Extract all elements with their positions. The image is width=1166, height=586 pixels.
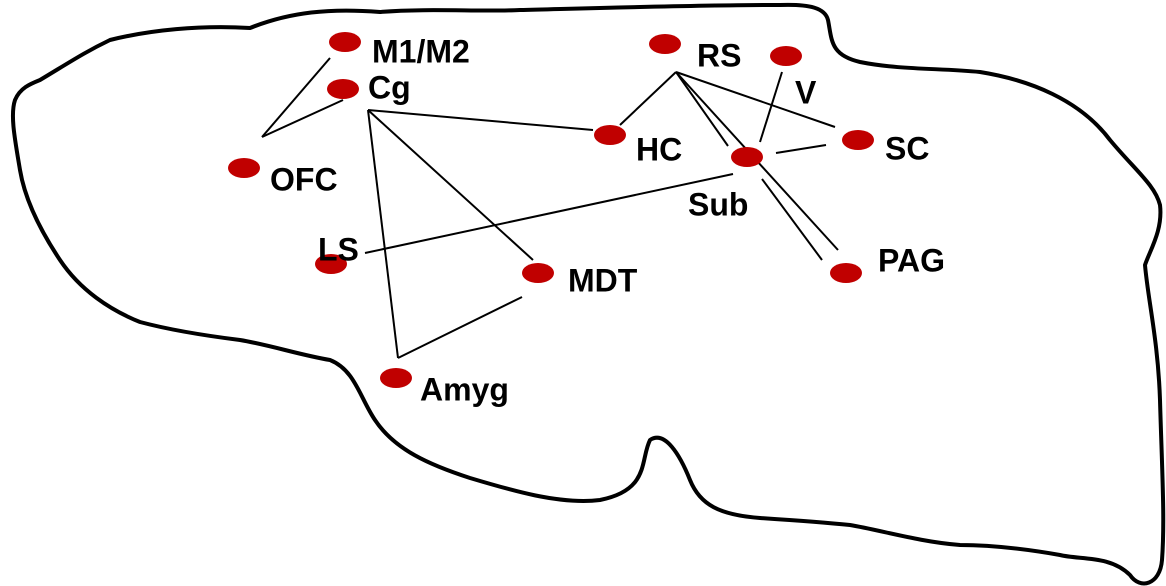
connection-sub-sc xyxy=(775,144,827,154)
region-dot-rs xyxy=(649,34,681,54)
region-label-ofc: OFC xyxy=(270,161,338,197)
connection-rs-hc xyxy=(619,71,677,126)
region-dot-mdt xyxy=(522,263,554,283)
region-dot-hc xyxy=(594,125,626,145)
connection-m1m2-ofc xyxy=(261,57,331,138)
brain-outline xyxy=(10,2,1166,586)
region-label-amyg: Amyg xyxy=(420,371,509,407)
region-dot-ls xyxy=(315,254,347,274)
region-dot-sub xyxy=(731,147,763,167)
region-mdt: MDT xyxy=(522,262,638,298)
region-label-m1m2: M1/M2 xyxy=(372,33,470,69)
region-label-pag: PAG xyxy=(878,242,945,278)
region-dot-amyg xyxy=(380,368,412,388)
region-cg: Cg xyxy=(327,69,411,105)
region-dot-cg xyxy=(327,79,359,99)
connection-rs-sc xyxy=(675,71,836,128)
region-ls: LS xyxy=(315,231,359,274)
region-label-v: V xyxy=(795,74,817,110)
connection-sub-pag xyxy=(761,178,823,261)
connection-ls-sub xyxy=(364,173,734,254)
region-v: V xyxy=(770,46,817,110)
connection-cg-hc xyxy=(367,109,594,131)
region-label-mdt: MDT xyxy=(568,262,638,298)
region-label-ls: LS xyxy=(318,231,359,267)
connection-v-sub xyxy=(759,71,783,143)
connection-mdt-amyg xyxy=(397,296,523,359)
region-dot-m1m2 xyxy=(329,32,361,52)
region-dot-sc xyxy=(842,130,874,150)
region-label-hc: HC xyxy=(636,131,682,167)
region-dot-pag xyxy=(830,263,862,283)
region-label-sub: Sub xyxy=(688,186,748,222)
region-ofc: OFC xyxy=(228,158,338,197)
region-dot-v xyxy=(770,46,802,66)
connection-cg-ofc xyxy=(261,99,344,138)
region-dot-ofc xyxy=(228,158,260,178)
region-m1m2: M1/M2 xyxy=(329,32,470,69)
region-amyg: Amyg xyxy=(380,368,509,407)
region-hc: HC xyxy=(594,125,682,167)
connection-cg-mdt xyxy=(367,109,534,261)
region-rs: RS xyxy=(649,34,741,73)
connection-rs-sub xyxy=(675,71,729,147)
region-label-cg: Cg xyxy=(368,69,411,105)
region-label-sc: SC xyxy=(885,130,929,166)
region-label-rs: RS xyxy=(697,37,741,73)
region-sub: Sub xyxy=(688,147,763,222)
region-sc: SC xyxy=(842,130,929,166)
connection-cg-amyg xyxy=(367,109,399,359)
connections-layer xyxy=(261,57,839,359)
region-pag: PAG xyxy=(830,242,945,283)
